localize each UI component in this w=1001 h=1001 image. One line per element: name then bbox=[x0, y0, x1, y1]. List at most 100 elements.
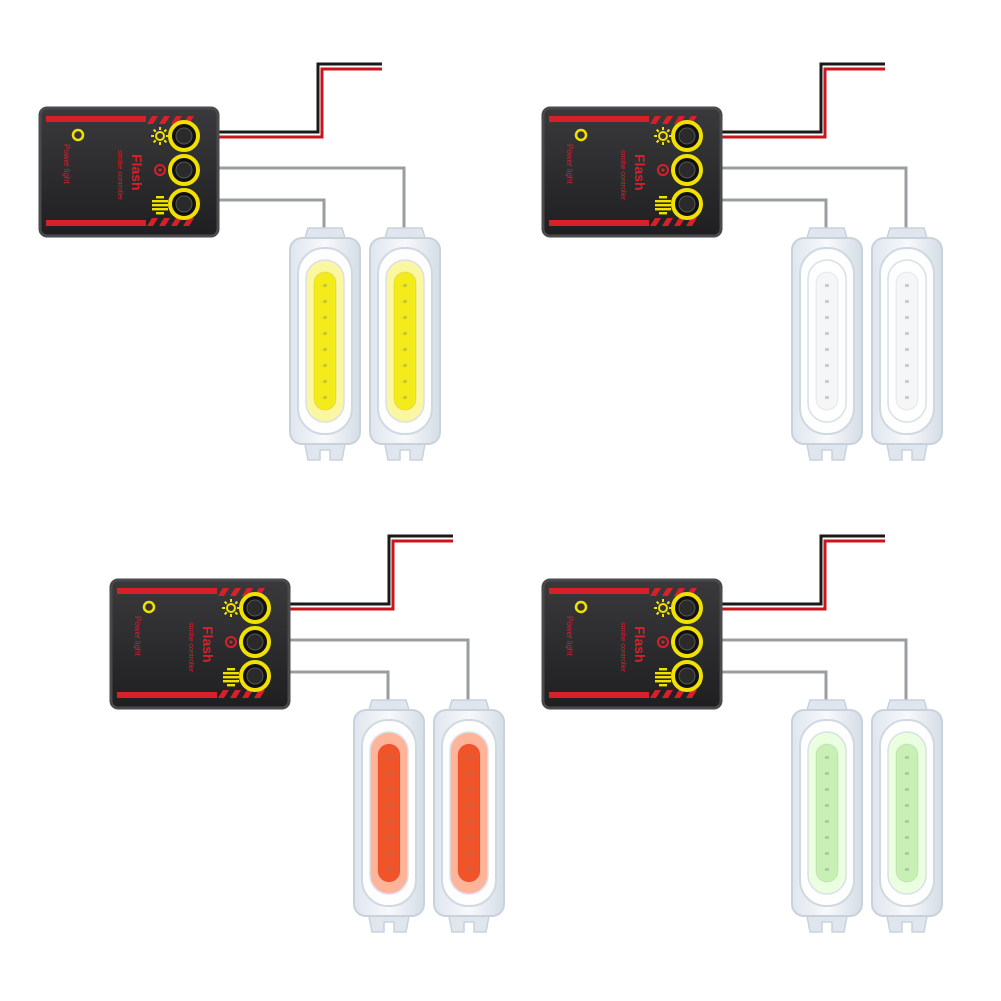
hazard-stripe bbox=[254, 690, 265, 698]
led-chip bbox=[467, 868, 471, 871]
hazard-stripe bbox=[686, 690, 697, 698]
power-wire-red bbox=[719, 67, 885, 139]
speed-knob-center bbox=[175, 161, 193, 179]
led-chip bbox=[403, 396, 407, 399]
led-strip bbox=[815, 743, 839, 883]
led-chip bbox=[905, 852, 909, 855]
sun-icon-ray bbox=[163, 128, 168, 133]
hazard-stripe bbox=[662, 218, 673, 226]
target-icon-dot bbox=[229, 640, 233, 644]
led-chip bbox=[467, 804, 471, 807]
hazard-stripe bbox=[662, 690, 673, 698]
wave-icon-bar bbox=[223, 680, 239, 683]
sun-icon-ray bbox=[655, 600, 660, 605]
hazard-stripe bbox=[650, 588, 661, 596]
power-wire-black bbox=[287, 534, 453, 606]
wave-icon-bar bbox=[227, 668, 235, 671]
led-chip bbox=[825, 364, 829, 367]
hazard-stripe bbox=[686, 218, 697, 226]
led-chip bbox=[905, 300, 909, 303]
led-chip bbox=[323, 284, 327, 287]
led-chip bbox=[403, 300, 407, 303]
sun-icon bbox=[151, 127, 169, 145]
hazard-stripe bbox=[183, 218, 194, 226]
sun-icon-core bbox=[658, 603, 668, 613]
led-chip bbox=[323, 364, 327, 367]
led-chip bbox=[323, 396, 327, 399]
led-chip bbox=[403, 380, 407, 383]
led-chip bbox=[825, 380, 829, 383]
led-lamp bbox=[871, 227, 943, 461]
power-wire-black bbox=[216, 62, 382, 134]
sun-icon-ray bbox=[655, 611, 660, 616]
led-chip bbox=[905, 332, 909, 335]
led-chip bbox=[403, 332, 407, 335]
sun-icon-ray bbox=[666, 128, 671, 133]
speed-knob-center bbox=[678, 633, 696, 651]
target-icon bbox=[657, 164, 669, 176]
led-chip bbox=[825, 300, 829, 303]
hazard-stripe bbox=[674, 218, 685, 226]
hazard-stripe bbox=[230, 588, 241, 596]
target-icon-dot bbox=[661, 640, 665, 644]
power-wire-red bbox=[287, 539, 453, 611]
hazard-stripe bbox=[674, 588, 685, 596]
accent-bar-top bbox=[46, 116, 146, 122]
sun-icon-ray bbox=[223, 600, 228, 605]
led-lamp bbox=[791, 227, 863, 461]
mode-knob-center bbox=[678, 127, 696, 145]
led-chip bbox=[905, 284, 909, 287]
kit-green: Power light Flash strobe controller bbox=[541, 534, 943, 933]
mode-knob-center bbox=[678, 599, 696, 617]
target-icon bbox=[154, 164, 166, 176]
accent-bar-bottom bbox=[549, 220, 649, 226]
led-strip bbox=[457, 743, 481, 883]
model-label: strobe controller bbox=[187, 622, 194, 673]
led-lamp bbox=[791, 699, 863, 933]
led-chip bbox=[825, 348, 829, 351]
sun-icon-ray bbox=[666, 139, 671, 144]
sun-icon-ray bbox=[666, 611, 671, 616]
led-strip bbox=[313, 271, 337, 411]
sun-icon-ray bbox=[234, 611, 239, 616]
led-chip bbox=[825, 852, 829, 855]
sun-icon-ray bbox=[666, 600, 671, 605]
led-lamp bbox=[369, 227, 441, 461]
led-chip bbox=[905, 836, 909, 839]
accent-bar-top bbox=[117, 588, 217, 594]
brand-label: Flash bbox=[632, 626, 648, 663]
hazard-stripe bbox=[674, 690, 685, 698]
sun-icon-ray bbox=[234, 600, 239, 605]
sun-icon-core bbox=[658, 131, 668, 141]
led-chip bbox=[323, 316, 327, 319]
led-chip bbox=[387, 804, 391, 807]
lamp-wire-right bbox=[216, 166, 406, 232]
led-lamp bbox=[433, 699, 505, 933]
hazard-stripe bbox=[159, 218, 170, 226]
led-chip bbox=[905, 804, 909, 807]
wave-icon-bar bbox=[152, 200, 168, 203]
led-chip bbox=[905, 316, 909, 319]
sun-icon bbox=[222, 599, 240, 617]
speed-knob-center bbox=[678, 161, 696, 179]
led-chip bbox=[905, 788, 909, 791]
hazard-stripe bbox=[650, 116, 661, 124]
speed-knob-center bbox=[246, 633, 264, 651]
target-icon bbox=[225, 636, 237, 648]
led-chip bbox=[825, 820, 829, 823]
accent-bar-top bbox=[549, 116, 649, 122]
wave-icon-bar bbox=[152, 208, 168, 211]
hazard-stripe bbox=[171, 116, 182, 124]
power-light-label: Power light bbox=[565, 616, 574, 656]
model-label: strobe controller bbox=[619, 622, 626, 673]
led-chip bbox=[905, 396, 909, 399]
led-chip bbox=[467, 852, 471, 855]
led-chip bbox=[387, 868, 391, 871]
led-chip bbox=[905, 868, 909, 871]
power-indicator bbox=[142, 600, 156, 614]
target-icon bbox=[657, 636, 669, 648]
